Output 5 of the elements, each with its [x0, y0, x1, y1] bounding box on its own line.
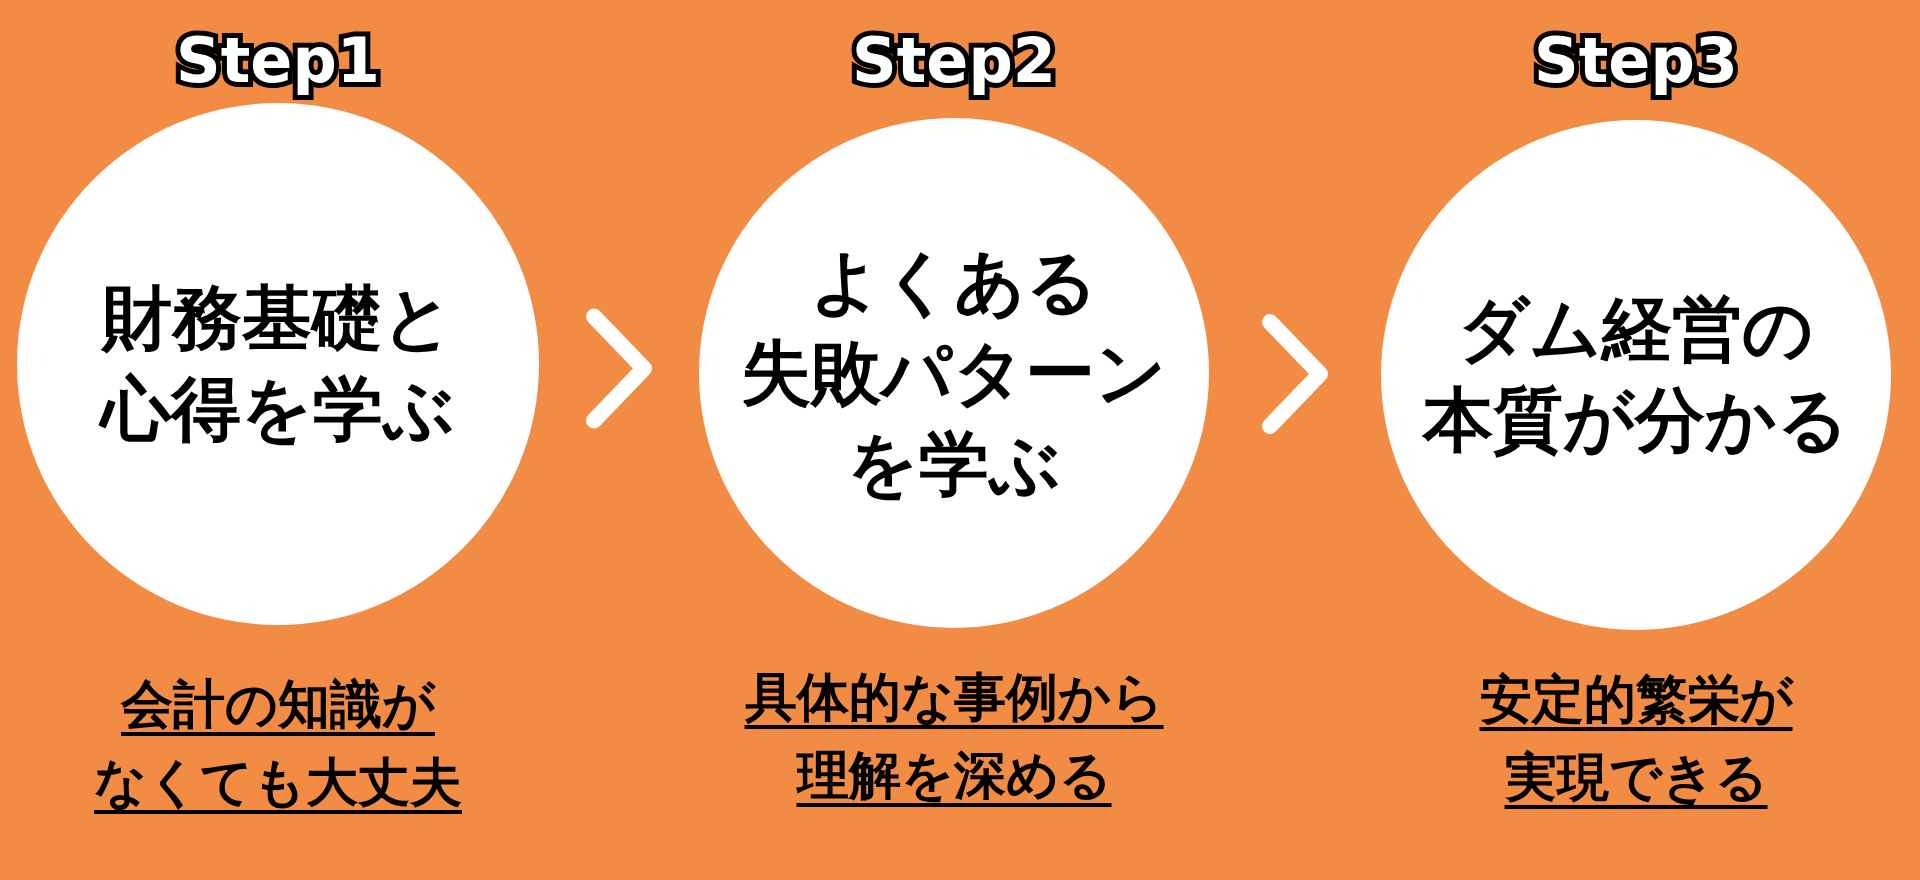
step-description: 安定的繁栄が実現できる: [1479, 668, 1793, 809]
step-title: ダム経営の本質が分かる: [1423, 287, 1849, 463]
step-description: 会計の知識がなくても大丈夫: [94, 673, 462, 814]
step-description: 具体的な事例から理解を深める: [744, 666, 1164, 807]
step-title: よくある失敗パターンを学ぶ: [741, 239, 1167, 507]
